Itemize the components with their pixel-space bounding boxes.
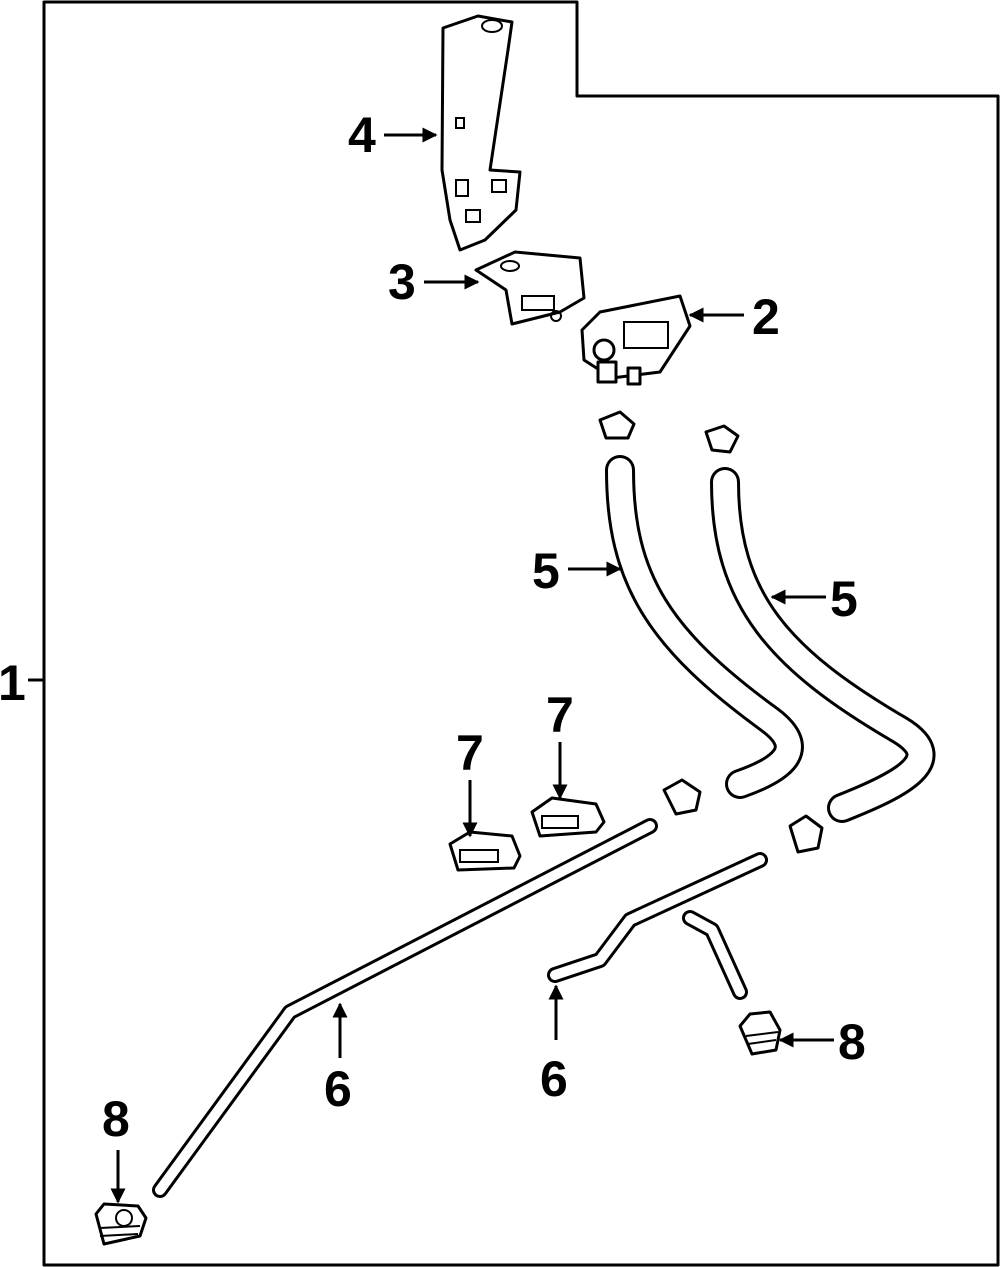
callout-4: 4 [348,107,438,163]
callout-6-right: 6 [540,984,568,1107]
clip-right [530,796,606,838]
callout-label: 2 [752,289,780,345]
callout-label: 8 [102,1091,130,1147]
hose-clamp-upper-right [704,424,740,454]
callout-7-right: 7 [546,687,574,800]
sensor-bracket [474,250,586,326]
callout-5-left: 5 [532,543,622,599]
plug-left [94,1202,148,1246]
callout-label: 7 [546,687,574,743]
callout-5-right: 5 [770,571,858,627]
pipe-left-inner [155,821,655,1195]
callout-label: 3 [388,254,416,310]
callout-label: 6 [540,1051,568,1107]
pressure-sensor [580,294,692,386]
hose-left-inner [608,458,801,796]
pipe-left [152,818,658,1198]
callout-7-left: 7 [456,725,484,838]
hose-right-inner [713,470,933,820]
hose-right [710,467,936,823]
pipe-right-inner [550,855,765,997]
hose-clamp-upper-left [598,410,636,440]
callout-label: 1 [0,655,26,711]
assembly-boundary [42,0,1000,1267]
mount-bracket [440,14,522,252]
callout-label: 6 [324,1061,352,1117]
callout-6-left: 6 [324,1002,352,1117]
callout-2: 2 [688,289,780,345]
clip-left [448,830,522,872]
callout-label: 8 [838,1014,866,1070]
callout-8-left: 8 [102,1091,130,1204]
hose-clamp-lower-left [662,778,702,816]
hose-clamp-lower-right [788,814,824,854]
plug-right [738,1010,782,1056]
callout-8-right: 8 [778,1014,866,1070]
callout-label: 4 [348,107,376,163]
callout-label: 5 [532,543,560,599]
callout-label: 5 [830,571,858,627]
callout-label: 7 [456,725,484,781]
callout-3: 3 [388,254,480,310]
callout-1-assembly: 1 [0,655,44,711]
